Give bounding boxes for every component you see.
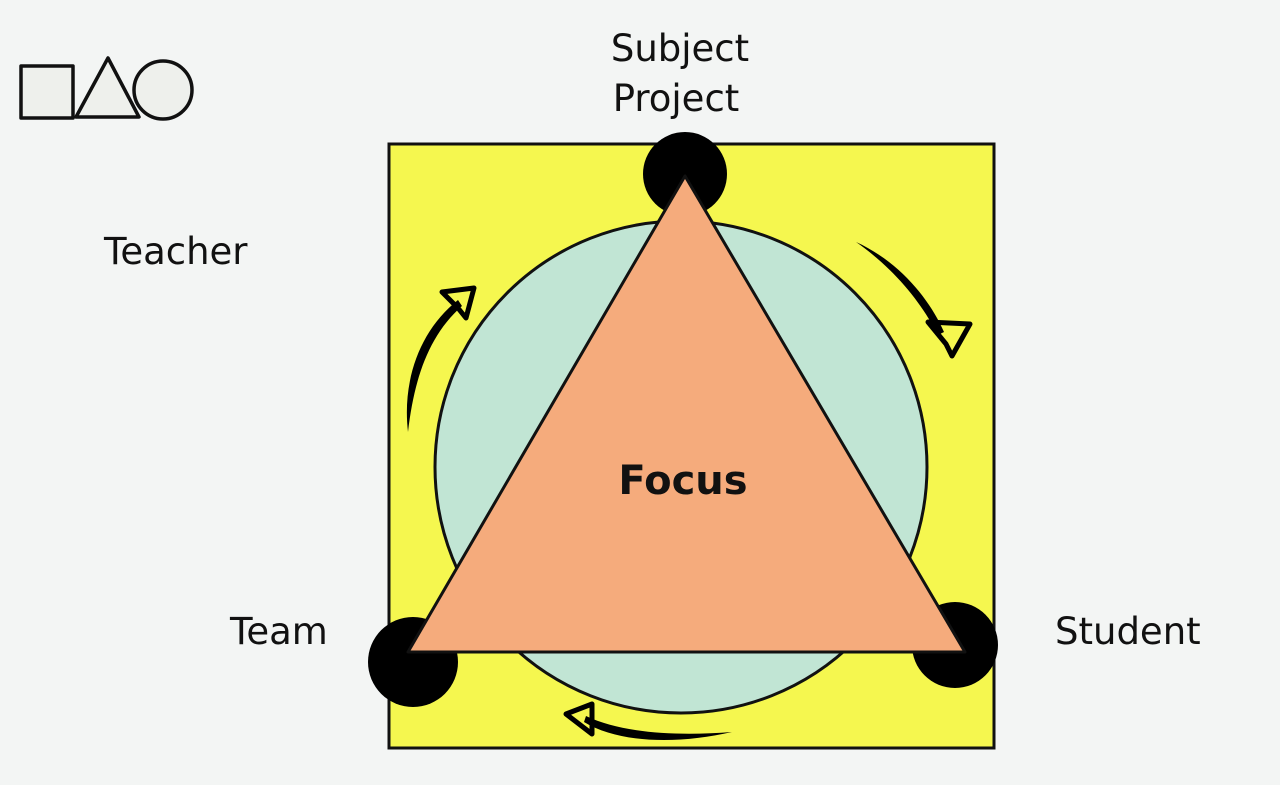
label-subject: Subject <box>611 27 749 70</box>
label-teacher: Teacher <box>103 230 248 273</box>
label-team: Team <box>229 610 328 653</box>
logo-triangle-shape <box>74 56 141 119</box>
curved-arrow-down-right-icon <box>856 242 973 359</box>
square-triangle-circle-logo <box>19 56 194 121</box>
label-project: Project <box>613 77 740 120</box>
label-focus: Focus <box>618 458 747 504</box>
label-student: Student <box>1055 610 1201 653</box>
node-subject-project <box>643 132 727 216</box>
focus-triangle <box>406 174 967 654</box>
curved-arrow-up-right-icon <box>406 285 477 432</box>
curved-arrow-left-icon <box>563 701 732 741</box>
logo-circle-shape <box>132 59 194 121</box>
logo-square-shape <box>19 64 75 120</box>
